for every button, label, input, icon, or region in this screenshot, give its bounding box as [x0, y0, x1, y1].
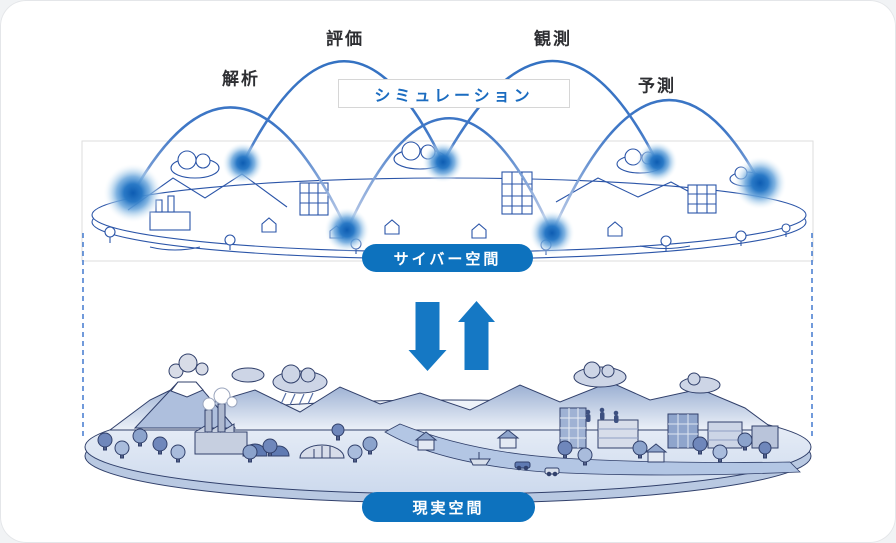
down-arrow-icon [408, 302, 447, 371]
label-observation: 観測 [534, 29, 572, 49]
dome-building [299, 444, 345, 459]
up-arrow-icon [458, 301, 495, 370]
arc-simulation [345, 116, 554, 235]
data-node [324, 207, 370, 253]
label-evaluation: 評価 [326, 29, 364, 49]
simulation-label: シミュレーション [374, 87, 534, 105]
data-node [636, 141, 678, 183]
real-space-label: 現実空間 [412, 499, 485, 517]
real-space-illustration [84, 353, 812, 504]
label-prediction: 予測 [638, 76, 676, 96]
cyber-space-label: サイバー空間 [393, 250, 502, 268]
data-node [222, 142, 264, 184]
river [384, 423, 801, 476]
arc-evaluation [241, 59, 445, 165]
cloud [679, 372, 721, 394]
cars [514, 461, 560, 477]
boat [469, 452, 491, 466]
data-node [733, 156, 787, 210]
trees [97, 423, 772, 466]
cloud [573, 361, 627, 388]
cyber-space-badge: サイバー空間 [362, 244, 533, 272]
cyber-building [687, 184, 717, 214]
label-analysis: 解析 [222, 69, 260, 89]
cyber-building [501, 171, 533, 215]
data-node [422, 141, 464, 183]
cloud [231, 367, 265, 383]
data-node [103, 163, 163, 223]
cyber-building [299, 182, 329, 216]
simulation-box: シミュレーション [338, 79, 570, 108]
houses [414, 429, 668, 463]
arc-analysis [131, 106, 349, 232]
exchange-arrows [408, 301, 495, 371]
process-arcs [131, 59, 762, 235]
arc-prediction [550, 98, 762, 235]
factory [194, 387, 248, 455]
real-space-badge: 現実空間 [362, 492, 535, 522]
cyber-cloud [170, 150, 220, 179]
data-nodes [103, 141, 787, 256]
people [585, 407, 619, 423]
rain-cloud [272, 364, 328, 406]
data-node [529, 210, 575, 256]
